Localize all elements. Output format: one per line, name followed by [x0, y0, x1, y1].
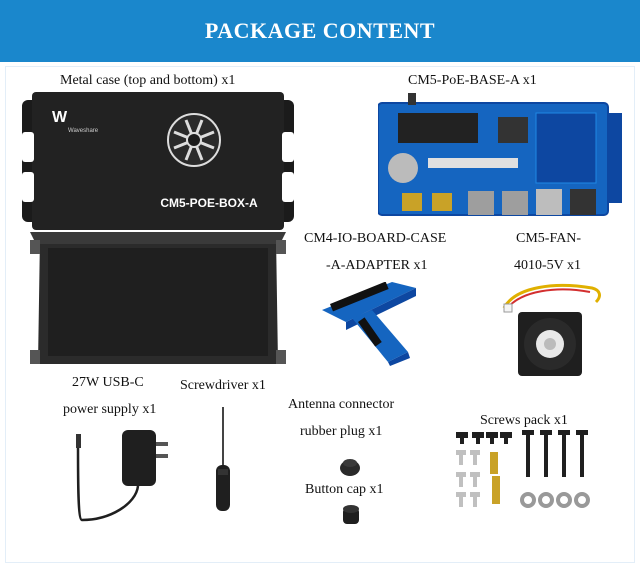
screws-pack-label: Screws pack x1 — [480, 413, 568, 428]
adapter-board-image — [312, 282, 422, 366]
base-board-image — [378, 93, 626, 227]
page-title: PACKAGE CONTENT — [204, 18, 436, 43]
metal-case-printed-text: CM5-POE-BOX-A — [160, 196, 258, 210]
fan-label-line2: 4010-5V x1 — [514, 258, 582, 273]
header-bar: PACKAGE CONTENT — [0, 0, 640, 62]
fan-label-line1: CM5-FAN- — [516, 231, 582, 246]
antenna-plug-label-line2: rubber plug x1 — [300, 424, 383, 439]
adapter-label-line1: CM4-IO-BOARD-CASE — [304, 231, 447, 246]
metal-case-bottom-image — [30, 232, 286, 370]
adapter-label-line2: -A-ADAPTER x1 — [326, 258, 428, 273]
screwdriver-label: Screwdriver x1 — [180, 378, 266, 393]
antenna-plug-image — [338, 454, 362, 478]
antenna-plug-label-line1: Antenna connector — [288, 397, 395, 412]
power-supply-label-line2: power supply x1 — [63, 402, 157, 417]
power-supply-label-line1: 27W USB-C — [72, 375, 144, 390]
base-board-label: CM5-PoE-BASE-A x1 — [408, 73, 537, 88]
button-cap-image — [340, 502, 362, 526]
button-cap-label: Button cap x1 — [305, 482, 384, 497]
metal-case-top-image: W CM5-POE-BOX-A Waveshare — [22, 92, 294, 230]
fan-image — [496, 282, 606, 377]
screwdriver-image — [208, 405, 238, 513]
metal-case-label: Metal case (top and bottom) x1 — [60, 73, 236, 88]
svg-text:W: W — [52, 109, 68, 126]
waveshare-logo-text: Waveshare — [68, 128, 99, 134]
power-supply-image — [70, 424, 180, 526]
screws-pack-image — [452, 428, 602, 512]
